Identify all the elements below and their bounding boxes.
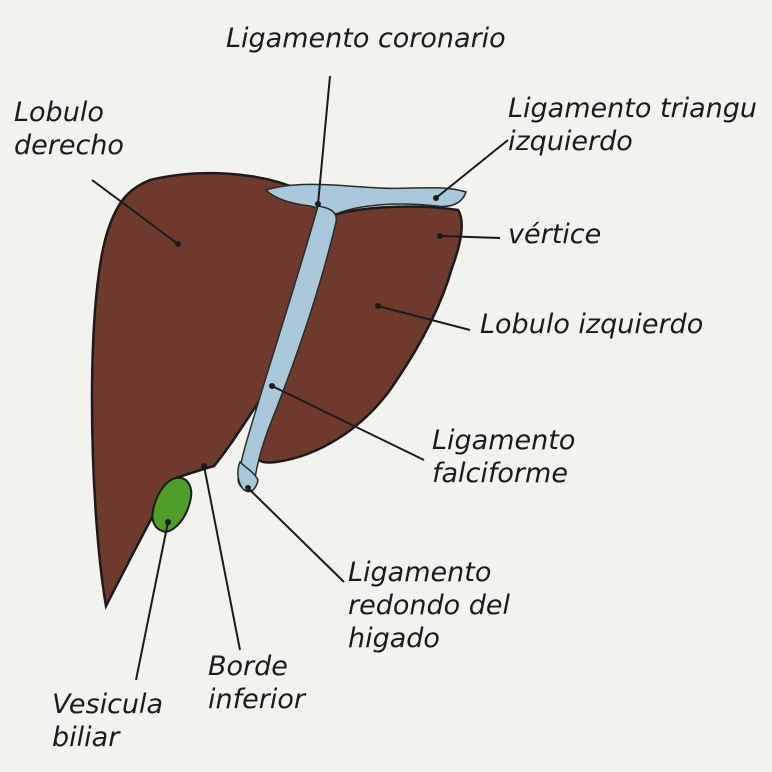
label-lobulo-derecho-line2: derecho [14, 129, 124, 162]
label-ligamento-triangular: Ligamento triangu izquierdo [508, 92, 757, 158]
dot-vesicula [165, 519, 171, 525]
dot-lobulo-derecho [175, 241, 181, 247]
leader-borde [204, 466, 240, 650]
label-borde-inferior: Borde inferior [208, 650, 305, 716]
label-ligamento-coronario-text: Ligamento coronario [226, 22, 506, 55]
leader-triangular [436, 140, 508, 198]
label-vertice: vértice [508, 218, 601, 251]
label-lobulo-izquierdo-text: Lobulo izquierdo [480, 308, 703, 341]
label-ligamento-falciforme-line2: falciforme [432, 457, 575, 490]
label-vesicula-biliar: Vesicula biliar [52, 688, 163, 754]
label-ligamento-triangular-line1: Ligamento triangu [508, 92, 757, 125]
label-ligamento-redondo-line3: higado [348, 622, 510, 655]
label-lobulo-izquierdo: Lobulo izquierdo [480, 308, 703, 341]
label-lobulo-derecho-line1: Lobulo [14, 96, 124, 129]
label-vesicula-biliar-line2: biliar [52, 721, 163, 754]
label-borde-inferior-line2: inferior [208, 683, 305, 716]
label-borde-inferior-line1: Borde [208, 650, 305, 683]
dot-redondo [245, 485, 251, 491]
leader-vesicula [136, 522, 168, 680]
dot-triangular [433, 195, 439, 201]
label-vertice-text: vértice [508, 218, 601, 251]
dot-vertice [437, 233, 443, 239]
label-ligamento-redondo: Ligamento redondo del higado [348, 556, 510, 655]
label-ligamento-falciforme-line1: Ligamento [432, 424, 575, 457]
dot-lobulo-izquierdo [375, 303, 381, 309]
label-ligamento-coronario: Ligamento coronario [226, 22, 506, 55]
label-ligamento-triangular-line2: izquierdo [508, 125, 757, 158]
dot-coronario [315, 201, 321, 207]
leader-redondo [248, 488, 344, 582]
label-ligamento-falciforme: Ligamento falciforme [432, 424, 575, 490]
label-ligamento-redondo-line1: Ligamento [348, 556, 510, 589]
dot-borde [201, 463, 207, 469]
label-lobulo-derecho: Lobulo derecho [14, 96, 124, 162]
dot-falciforme [269, 383, 275, 389]
label-vesicula-biliar-line1: Vesicula [52, 688, 163, 721]
label-ligamento-redondo-line2: redondo del [348, 589, 510, 622]
